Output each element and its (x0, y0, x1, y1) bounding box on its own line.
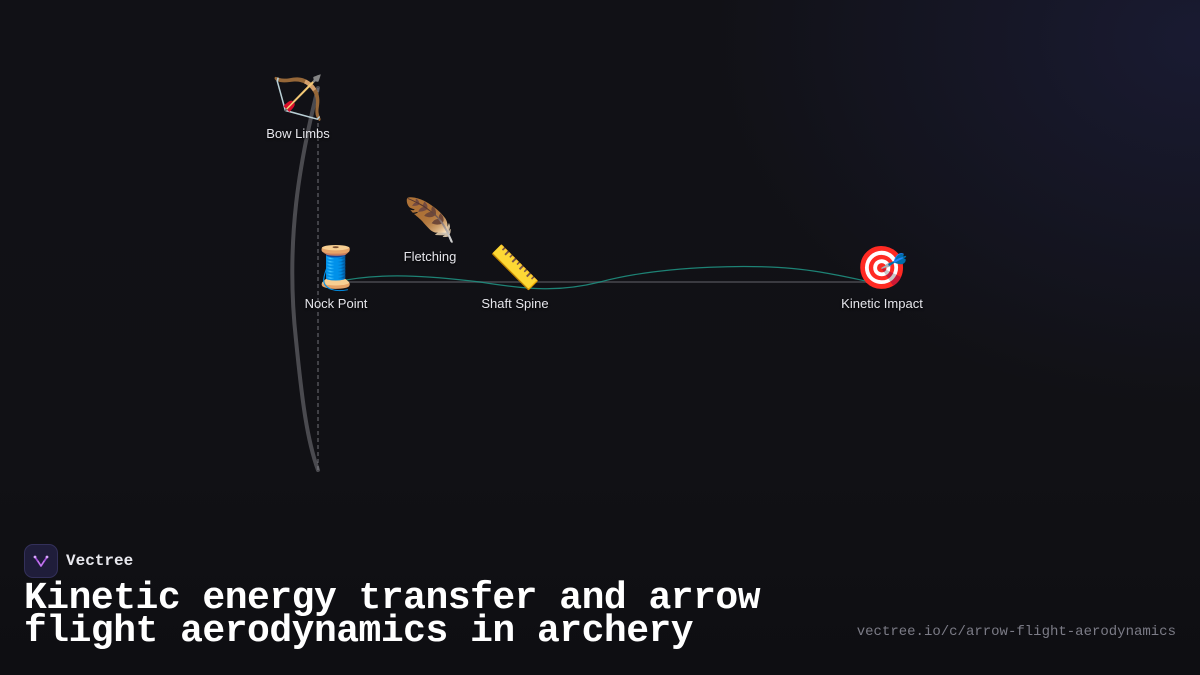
thread-spool-icon: 🧵 (309, 244, 363, 291)
flight-wave (335, 265, 883, 290)
node-label: Shaft Spine (481, 296, 549, 311)
node-label: Bow Limbs (266, 126, 330, 141)
vectree-logo-icon (24, 544, 58, 578)
node-fletching: 🪶 Fletching (404, 197, 457, 264)
vectree-logo-mark (33, 555, 49, 567)
brand: Vectree (24, 544, 133, 578)
node-shaft-spine: 📏 Shaft Spine (481, 244, 548, 311)
ruler-icon: 📏 (488, 244, 542, 291)
bow-and-arrow-icon: 🏹 (271, 74, 325, 121)
brand-name: Vectree (66, 552, 134, 570)
node-bow-limbs: 🏹 Bow Limbs (266, 74, 330, 141)
bullseye-target-icon: 🎯 (855, 244, 909, 291)
page-title: Kinetic energy transfer and arrow flight… (24, 577, 761, 653)
node-label: Fletching (403, 249, 457, 264)
node-nock-point: 🧵 Nock Point (305, 244, 368, 311)
node-label: Kinetic Impact (841, 296, 923, 311)
node-label: Nock Point (304, 296, 368, 311)
bow-curve (290, 86, 320, 472)
page-url: vectree.io/c/arrow-flight-aerodynamics (856, 624, 1176, 640)
node-kinetic-impact: 🎯 Kinetic Impact (841, 244, 923, 311)
feather-icon: 🪶 (403, 197, 457, 244)
